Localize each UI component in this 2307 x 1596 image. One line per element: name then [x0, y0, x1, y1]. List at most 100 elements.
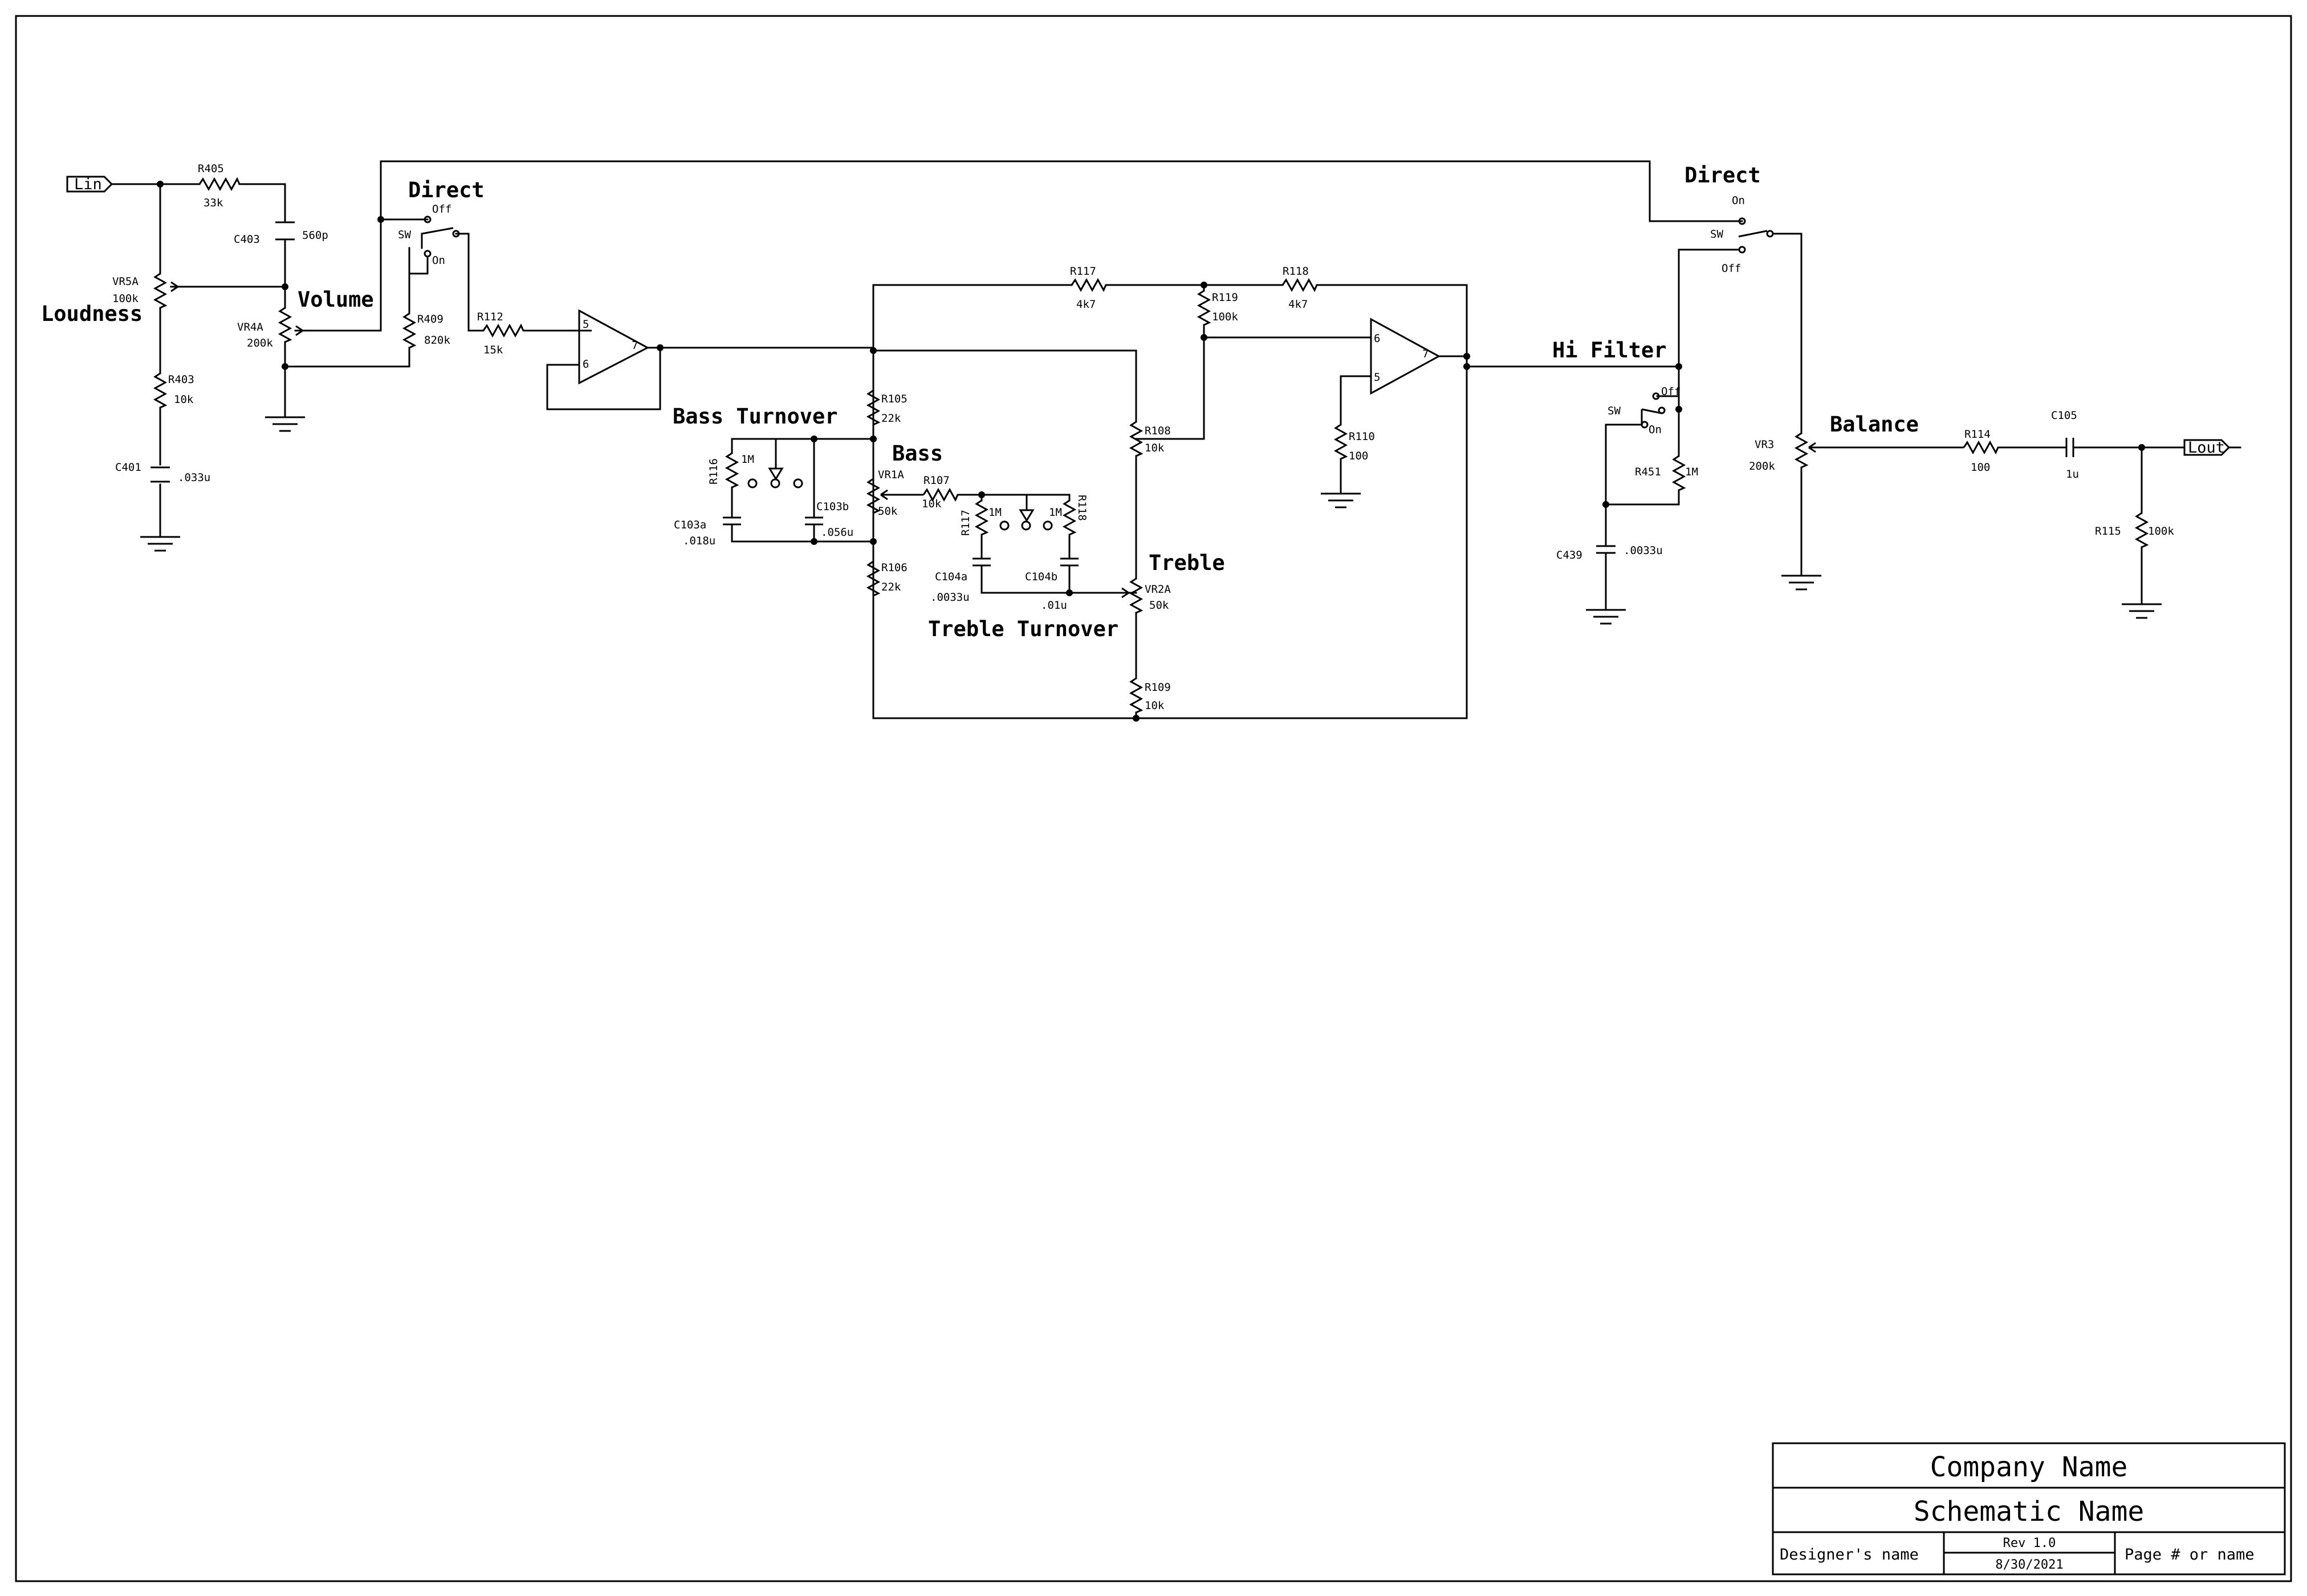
title-company: Company Name: [1930, 1451, 2128, 1483]
hi-filter-sw: SW: [1608, 405, 1621, 417]
opamp-u1: [578, 309, 650, 385]
c439-value: .0033u: [1624, 544, 1663, 557]
section-loudness: Loudness: [41, 302, 143, 326]
switch-bass-contact-2: [770, 478, 780, 488]
u1-pin-out: 7: [632, 339, 638, 352]
capacitor-c103a: [723, 516, 741, 526]
c104a-value: .0033u: [930, 591, 970, 604]
r409-ref: R409: [417, 313, 444, 325]
section-balance: Balance: [1830, 412, 1919, 437]
title-rev: Rev 1.0: [2003, 1536, 2056, 1550]
c103b-value: .056u: [821, 526, 853, 539]
r106-value: 22k: [881, 581, 901, 593]
resistor-r118-4k7: [1281, 278, 1318, 292]
capacitor-c104a: [973, 557, 991, 567]
potentiometer-vr4a: [278, 307, 292, 343]
capacitor-c105: [2065, 438, 2074, 457]
capacitor-c403: [275, 221, 295, 241]
r114-ref: R114: [1964, 428, 1991, 441]
r115-value: 100k: [2148, 525, 2174, 538]
switch-bass-selector: [768, 439, 784, 481]
ground-r115: [2122, 598, 2162, 619]
resistor-r403: [153, 372, 168, 413]
r403-ref: R403: [168, 373, 194, 386]
resistor-r405: [198, 177, 245, 192]
wires-input-section: [111, 160, 1743, 531]
sheet-border: [15, 15, 2292, 1582]
ground-c439: [1586, 604, 1626, 625]
r107-value: 10k: [922, 498, 942, 510]
r112-ref: R112: [477, 311, 503, 323]
r451-ref: R451: [1635, 466, 1661, 478]
r110-value: 100: [1349, 450, 1368, 462]
capacitor-c401: [150, 466, 170, 483]
input-port-lin: [66, 176, 113, 193]
resistor-r112: [469, 323, 592, 338]
r107-ref: R107: [923, 474, 950, 487]
vr3-wiper: [1808, 442, 1964, 453]
vr2a-wiper: [1121, 587, 1129, 598]
c105-value: 1u: [2066, 468, 2079, 481]
switch-treble-contact-3: [1043, 520, 1053, 531]
u2-pin-minus: 6: [1374, 332, 1380, 345]
r108-value: 10k: [1145, 442, 1165, 454]
title-schematic: Schematic Name: [1914, 1496, 2145, 1528]
resistor-r409: [402, 312, 417, 349]
r116-ref: R116: [707, 458, 720, 484]
resistor-r118-1m: [1062, 499, 1077, 536]
output-port-lout: [2183, 439, 2231, 456]
r116-value: 1M: [741, 453, 754, 466]
switch-treble-contact-1: [999, 520, 1010, 531]
resistor-r115: [2134, 512, 2149, 548]
c104b-value: .01u: [1041, 599, 1067, 612]
r118a-ref: R118: [1283, 265, 1309, 278]
r105-value: 22k: [881, 412, 901, 425]
c403-ref: C403: [234, 233, 260, 246]
title-block: [1772, 1442, 2286, 1575]
capacitor-c104b: [1060, 557, 1079, 567]
title-date: 8/30/2021: [1995, 1558, 2063, 1572]
resistor-r108: [1129, 421, 1144, 457]
u1-pin-plus: 5: [583, 318, 589, 331]
ground-r110: [1321, 487, 1361, 508]
direct-left-sw: SW: [398, 229, 411, 241]
resistor-r107: [922, 487, 984, 502]
hi-filter-off: Off: [1661, 385, 1681, 398]
vr4a-ref: VR4A: [237, 321, 263, 333]
r119-ref: R119: [1212, 291, 1238, 304]
potentiometer-vr3: [1794, 432, 1809, 469]
section-hi-filter: Hi Filter: [1552, 338, 1666, 363]
r119-value: 100k: [1212, 311, 1238, 323]
section-volume: Volume: [298, 287, 374, 312]
c103a-ref: C103a: [674, 519, 706, 531]
r409-value: 820k: [424, 334, 450, 347]
r114-value: 100: [1971, 461, 1990, 474]
vr1a-ref: VR1A: [878, 469, 904, 481]
c103a-value: .018u: [683, 535, 715, 547]
output-port-label: Lout: [2188, 439, 2225, 457]
direct-right-off: Off: [1722, 262, 1741, 275]
section-bass-turnover: Bass Turnover: [673, 404, 838, 429]
resistor-r105: [866, 389, 881, 426]
switch-treble-contact-2: [1021, 520, 1031, 531]
potentiometer-vr2a: [1129, 577, 1144, 614]
resistor-r110: [1333, 424, 1348, 460]
resistor-r117-1m: [974, 499, 989, 536]
vr4a-value: 200k: [247, 337, 273, 349]
potentiometer-vr5a: [153, 272, 168, 309]
resistor-r114: [1963, 440, 2066, 455]
ground-vr4a: [265, 410, 305, 432]
vr2a-ref: VR2A: [1145, 583, 1171, 596]
switch-left-blade: [421, 227, 454, 235]
r109-value: 10k: [1145, 699, 1165, 712]
section-bass: Bass: [892, 441, 943, 466]
u2-pin-plus: 5: [1374, 371, 1380, 384]
r112-value: 15k: [483, 344, 503, 356]
c105-ref: C105: [2051, 409, 2077, 422]
vr3-ref: VR3: [1755, 438, 1774, 451]
r117a-ref: R117: [1070, 265, 1096, 278]
direct-right-on: On: [1732, 194, 1745, 207]
section-direct-right: Direct: [1685, 163, 1761, 188]
r110-ref: R110: [1349, 430, 1375, 443]
